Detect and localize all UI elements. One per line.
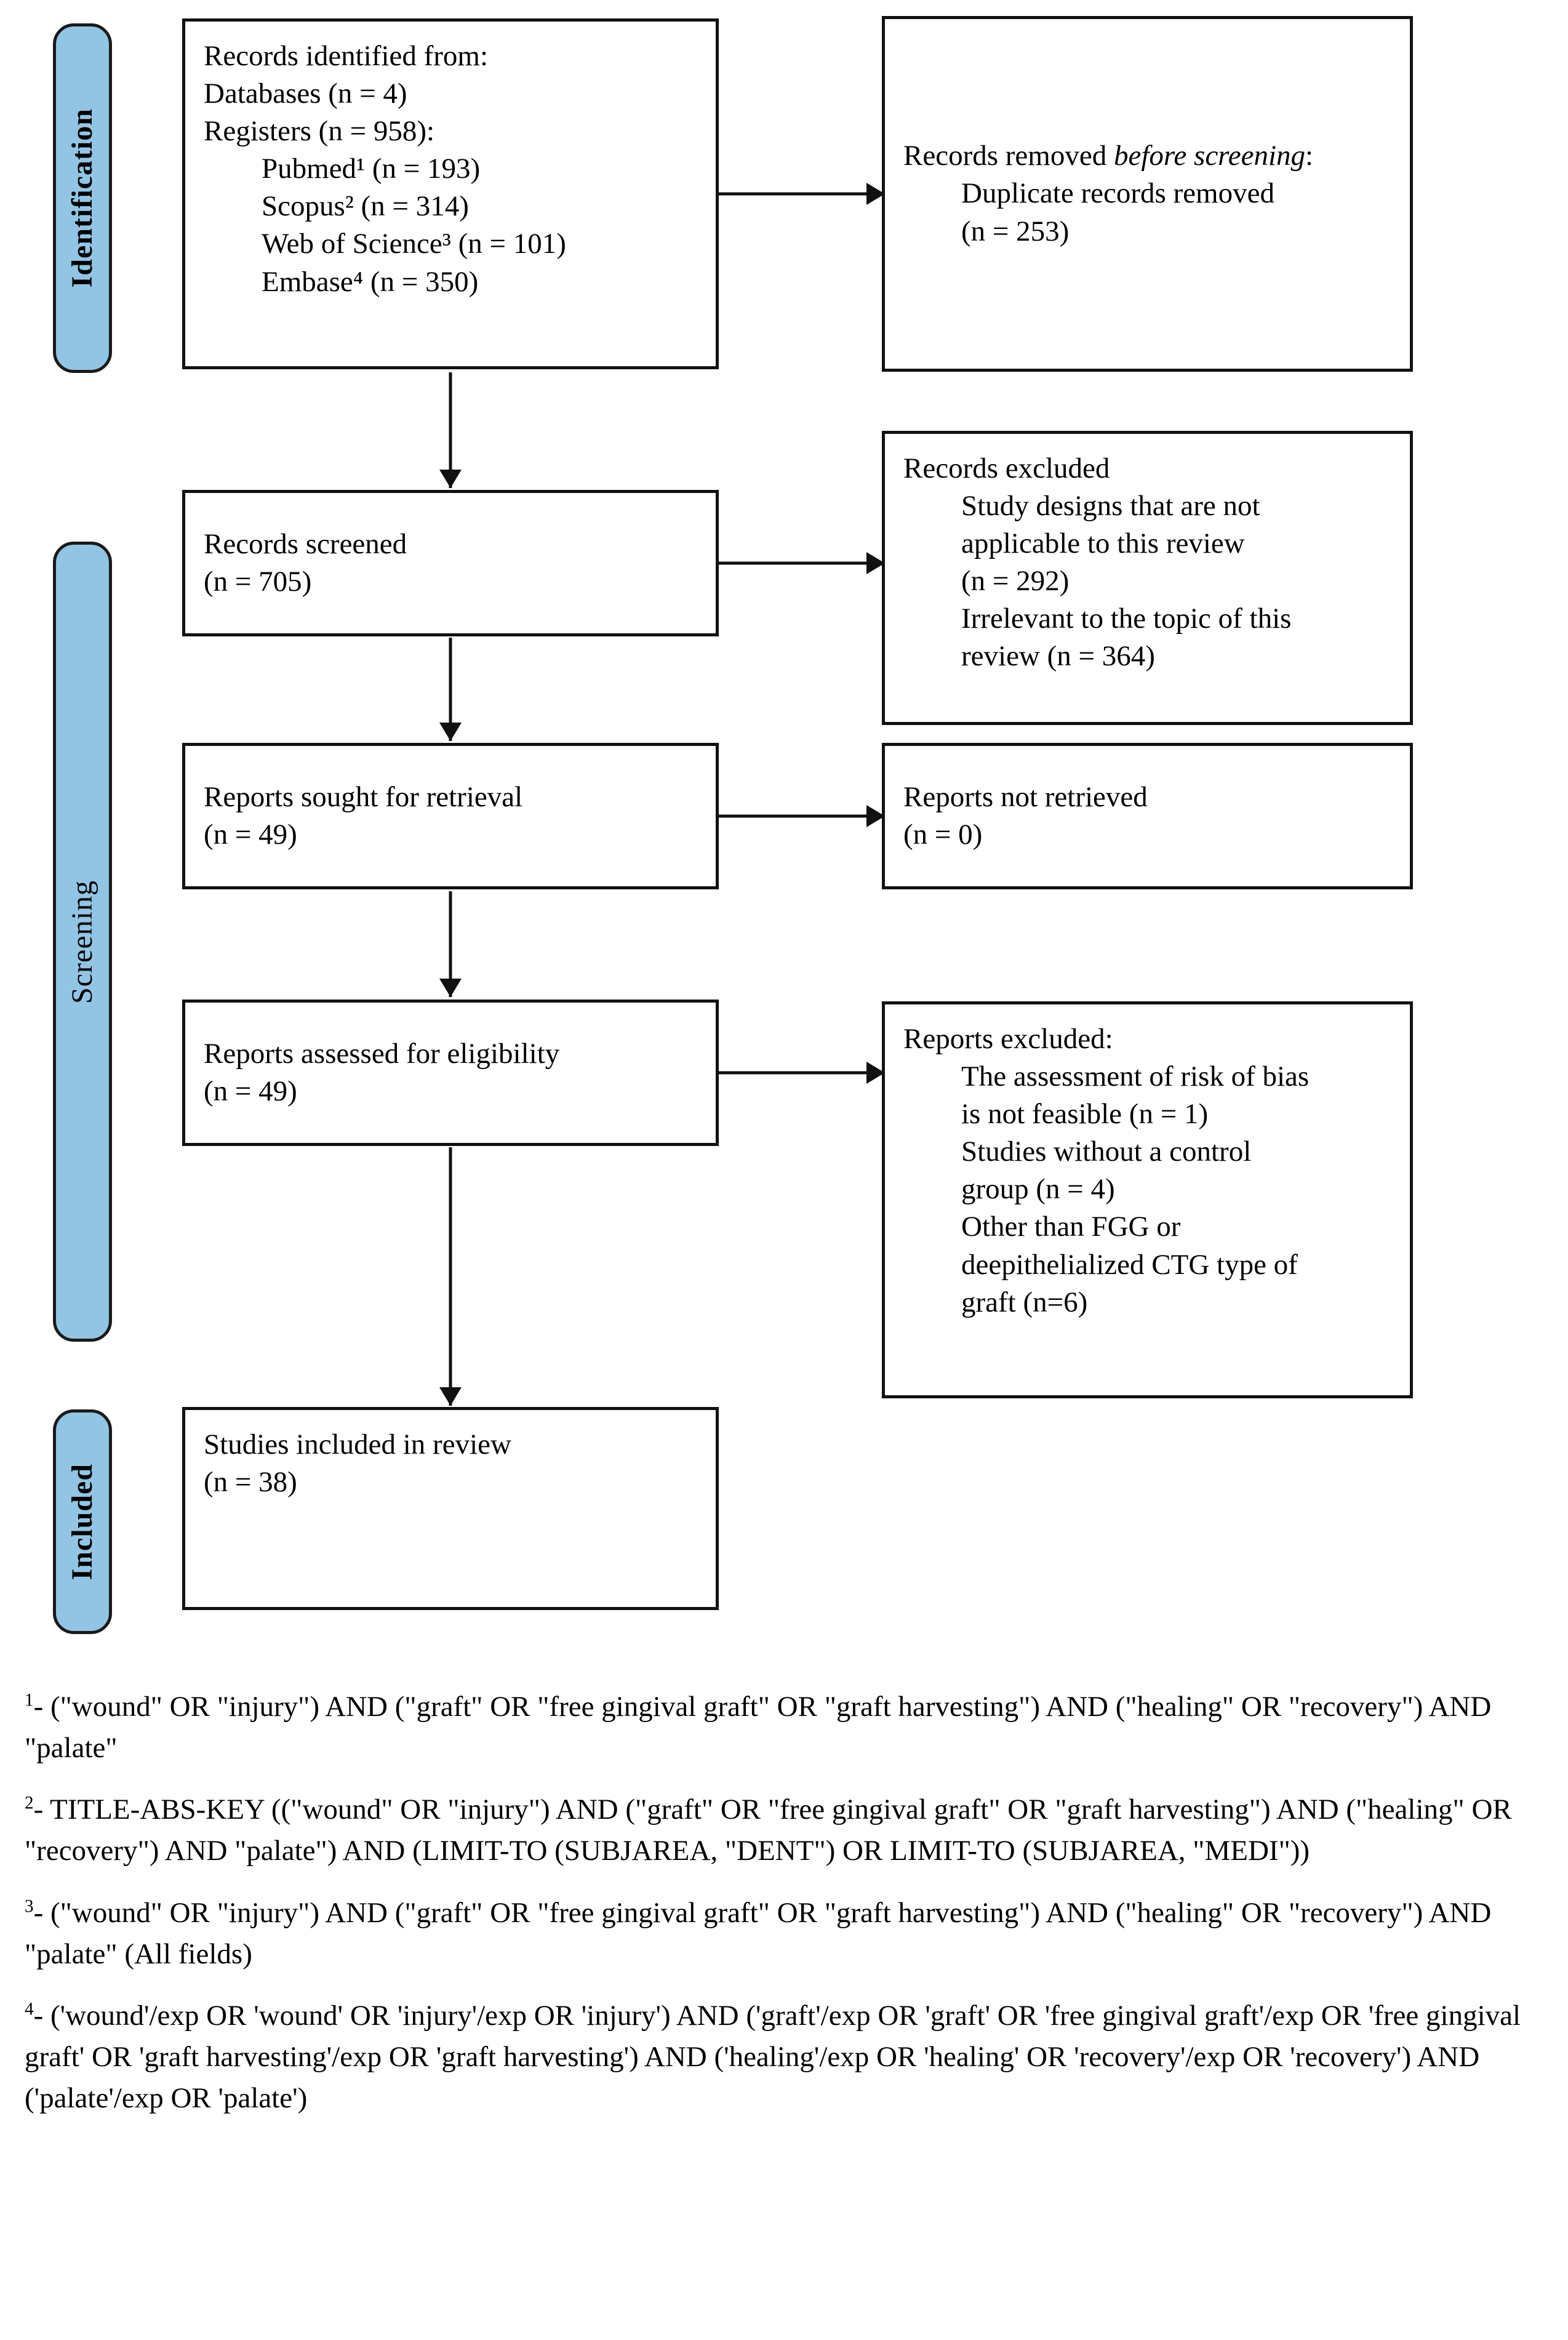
arrow-screened-to-records-excluded-icon bbox=[719, 551, 885, 575]
arrow-identified-to-removed-icon bbox=[719, 182, 885, 206]
search-strategy-footnotes: 1- ("wound" OR "injury") AND ("graft" OR… bbox=[25, 1686, 1545, 2140]
box-studies-included-in-review-text: Studies included in review (n = 38) bbox=[204, 1428, 511, 1499]
box-reports-not-retrieved-text: Reports not retrieved (n = 0) bbox=[903, 780, 1148, 851]
phase-label-screening: Screening bbox=[53, 542, 112, 1342]
footnote-3-marker: 3 bbox=[25, 1896, 34, 1917]
box-records-removed-title: Records removed before screening: bbox=[903, 137, 1313, 175]
arrow-sought-to-not-retrieved-icon bbox=[719, 804, 885, 828]
box-reports-assessed-for-eligibility: Reports assessed for eligibility (n = 49… bbox=[182, 1000, 719, 1146]
phase-label-identification: Identification bbox=[53, 23, 112, 373]
box-records-removed-title-suffix: : bbox=[1305, 140, 1314, 172]
phase-label-included: Included bbox=[53, 1409, 112, 1634]
phase-label-included-text: Included bbox=[66, 1463, 98, 1581]
box-reports-not-retrieved: Reports not retrieved (n = 0) bbox=[882, 743, 1413, 889]
footnote-1: 1- ("wound" OR "injury") AND ("graft" OR… bbox=[25, 1686, 1545, 1768]
footnote-2-marker: 2 bbox=[25, 1793, 34, 1813]
box-records-identified-from: Records identified from: Databases (n = … bbox=[182, 18, 719, 369]
footnote-1-text: - ("wound" OR "injury") AND ("graft" OR … bbox=[25, 1691, 1492, 1764]
box-records-excluded: Records excluded Study designs that are … bbox=[882, 431, 1413, 725]
arrow-assessed-to-reports-excluded-icon bbox=[719, 1060, 885, 1085]
box-records-screened: Records screened (n = 705) bbox=[182, 490, 719, 636]
box-records-excluded-text: Records excluded Study designs that are … bbox=[903, 452, 1292, 673]
box-reports-assessed-for-eligibility-text: Reports assessed for eligibility (n = 49… bbox=[204, 1037, 560, 1107]
box-reports-sought-for-retrieval-text: Reports sought for retrieval (n = 49) bbox=[204, 780, 523, 851]
phase-label-screening-text: Screening bbox=[66, 880, 98, 1004]
footnote-3: 3- ("wound" OR "injury") AND ("graft" OR… bbox=[25, 1893, 1545, 1974]
box-reports-excluded-text: Reports excluded: The assessment of risk… bbox=[903, 1023, 1310, 1318]
phase-label-identification-text: Identification bbox=[66, 108, 98, 288]
box-records-identified-from-text: Records identified from: Databases (n = … bbox=[204, 40, 566, 298]
footnote-4: 4- ('wound'/exp OR 'wound' OR 'injury'/e… bbox=[25, 1995, 1545, 2118]
arrow-screened-to-sought-icon bbox=[438, 638, 463, 741]
footnote-4-text: - ('wound'/exp OR 'wound' OR 'injury'/ex… bbox=[25, 2000, 1521, 2114]
box-reports-sought-for-retrieval: Reports sought for retrieval (n = 49) bbox=[182, 743, 719, 889]
box-records-removed-title-plain: Records removed bbox=[903, 140, 1114, 172]
footnote-2: 2- TITLE-ABS-KEY (("wound" OR "injury") … bbox=[25, 1789, 1545, 1871]
footnote-4-marker: 4 bbox=[25, 1999, 34, 2019]
footnote-1-marker: 1 bbox=[25, 1690, 34, 1710]
box-records-screened-text: Records screened (n = 705) bbox=[204, 527, 407, 598]
box-studies-included-in-review: Studies included in review (n = 38) bbox=[182, 1407, 719, 1610]
box-reports-excluded: Reports excluded: The assessment of risk… bbox=[882, 1001, 1413, 1398]
arrow-sought-to-assessed-icon bbox=[438, 891, 463, 997]
box-records-removed-body: Duplicate records removed (n = 253) bbox=[961, 177, 1274, 247]
arrow-assessed-to-included-icon bbox=[438, 1147, 463, 1406]
box-records-removed-before-screening: Records removed before screening: Duplic… bbox=[882, 16, 1413, 372]
box-records-removed-title-italic: before screening bbox=[1113, 140, 1306, 172]
footnote-2-text: - TITLE-ABS-KEY (("wound" OR "injury") A… bbox=[25, 1793, 1512, 1867]
footnote-3-text: - ("wound" OR "injury") AND ("graft" OR … bbox=[25, 1896, 1492, 1970]
prisma-flow-diagram: Identification Screening Included Record… bbox=[53, 16, 1413, 1634]
arrow-identified-to-screened-icon bbox=[438, 372, 463, 488]
